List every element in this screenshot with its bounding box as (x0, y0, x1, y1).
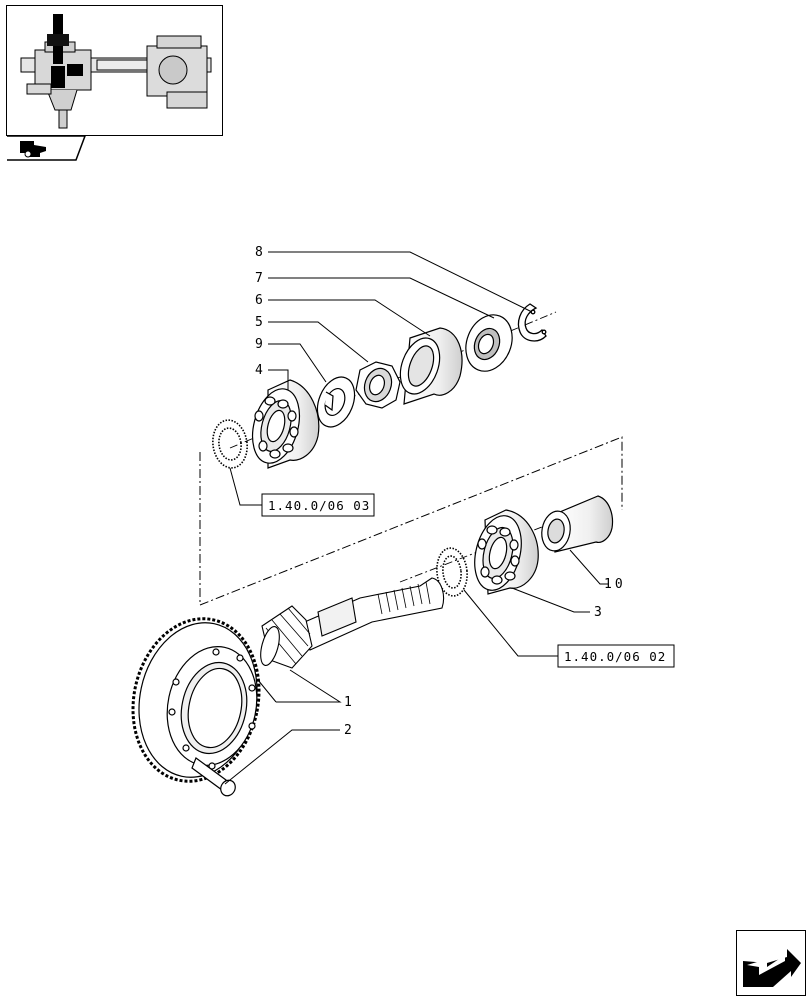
reference-link-upper[interactable]: 1.40.0/06 03 (261, 493, 375, 517)
callout-4: 4 (255, 363, 263, 378)
part-6-bearing-cup (399, 327, 463, 405)
part-1-pinion-shaft (260, 577, 445, 669)
callout-7: 7 (255, 271, 263, 286)
callout-6: 6 (255, 293, 263, 308)
shim-upper (212, 419, 248, 469)
callout-2: 2 (344, 723, 352, 738)
callout-3: 3 (594, 605, 602, 620)
part-3-roller-bearing (474, 509, 539, 595)
reference-link-lower[interactable]: 1.40.0/06 02 (557, 644, 675, 668)
axle-assembly-thumbnail-icon (20, 14, 212, 129)
part-8-circlip (517, 303, 547, 342)
callout-10: 10 (604, 577, 626, 592)
part-10-spacer-sleeve (541, 495, 614, 553)
next-page-arrow-icon (743, 949, 801, 987)
callout-5: 5 (255, 315, 263, 330)
part-7-race (465, 314, 513, 372)
assembly-boundary (199, 436, 623, 606)
part-4-roller-bearing (251, 379, 320, 469)
part-1-crown-wheel (131, 617, 261, 783)
part-2-bolt (191, 757, 236, 797)
reference-lower-text: 1.40.0/06 02 (564, 649, 666, 664)
axle-assembly-thumbnail[interactable] (6, 5, 223, 136)
callout-8: 8 (255, 245, 263, 260)
part-9-washer (316, 376, 356, 428)
callout-9: 9 (255, 337, 263, 352)
next-page-button[interactable] (736, 930, 806, 996)
callout-1: 1 (344, 695, 352, 710)
reference-upper-text: 1.40.0/06 03 (268, 498, 370, 513)
section-tab[interactable] (6, 135, 87, 161)
leader-lines (224, 251, 608, 785)
shim-lower (436, 547, 468, 597)
tractor-section-icon (7, 135, 87, 161)
part-5-nut (355, 361, 401, 409)
